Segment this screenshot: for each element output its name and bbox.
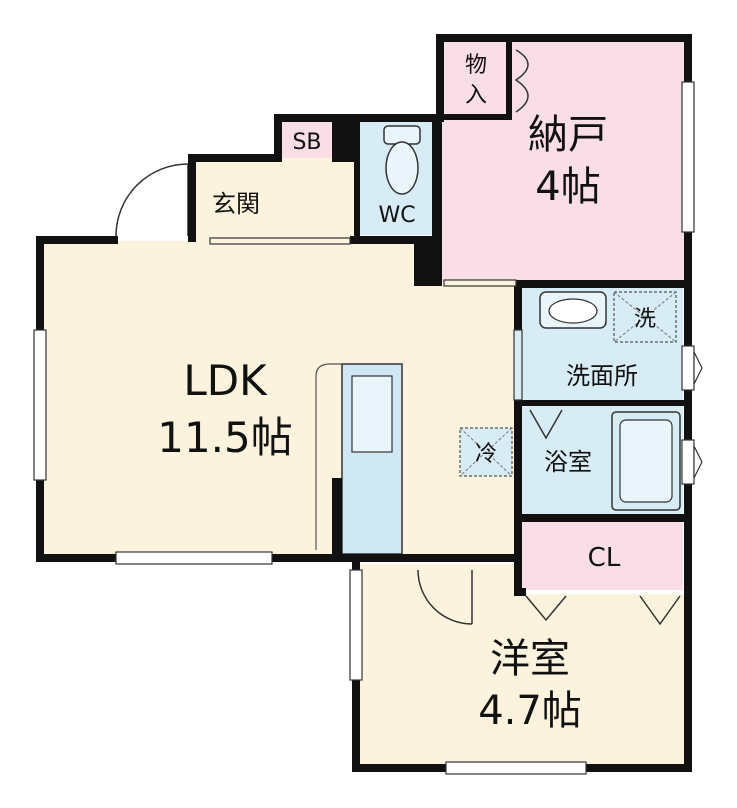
fridge-diag-2 <box>459 427 513 477</box>
wall-ldk-bottom <box>36 554 520 562</box>
ldk-floor <box>42 241 517 556</box>
fridge-label: 冷 <box>475 442 497 467</box>
washer-label: 洗 <box>634 307 656 332</box>
counter-outline <box>315 363 342 550</box>
wall-bath-cl <box>516 514 692 522</box>
window-ldk-bottom <box>115 551 273 565</box>
vent-bathroom <box>693 445 703 479</box>
wall-ldk-top <box>36 236 118 244</box>
shoe-box-name: SB <box>292 130 321 155</box>
vent-washroom <box>693 351 703 385</box>
wall-storage-top <box>436 34 692 42</box>
small-closet-door <box>514 49 529 113</box>
closet-door-right <box>639 595 681 626</box>
bathtub-inner <box>619 419 673 503</box>
wall-storage-bottom <box>516 280 692 288</box>
shoe-box-floor <box>282 122 332 158</box>
window-washroom <box>681 345 695 391</box>
kitchen-sink <box>351 375 393 453</box>
small-closet-name-1: 物 <box>465 53 487 78</box>
opening-ldk-hall <box>443 279 517 287</box>
wall-ldk-top-right <box>350 236 416 244</box>
wall-wash-bath <box>516 400 692 406</box>
small-closet-name-2: 入 <box>465 83 487 108</box>
window-western-bottom <box>445 761 587 775</box>
western-door-swing <box>417 569 473 625</box>
windows <box>33 81 695 775</box>
wall-sb-right <box>332 114 356 162</box>
wall-entrance-top <box>188 154 282 162</box>
wall-cl-bottom <box>516 588 526 596</box>
window-storage-right <box>681 81 695 233</box>
ldk-size: 11.5帖 <box>157 413 293 462</box>
wall-entrance-left <box>188 154 196 242</box>
storage-room-floor <box>442 40 686 282</box>
opening-washroom <box>513 329 523 401</box>
western-name: 洋室 <box>490 636 570 682</box>
wall-kitchen-stub <box>332 478 342 558</box>
small-closet-floor <box>442 40 510 114</box>
closet-name: CL <box>588 543 621 573</box>
bathroom-folding-door <box>529 409 563 440</box>
washer-diag-1 <box>613 291 677 343</box>
basin-bowl <box>548 298 598 324</box>
wall-hall-pillar <box>414 236 442 286</box>
washroom-name: 洗面所 <box>566 362 638 390</box>
wall-small-closet-bottom <box>436 114 512 120</box>
entrance-floor <box>196 158 354 241</box>
closet-door-left <box>525 595 567 622</box>
wall-wc-left <box>354 114 360 240</box>
ldk-name: LDK <box>183 356 268 405</box>
window-western-left <box>349 569 363 681</box>
western-size: 4.7帖 <box>478 688 582 734</box>
storage-size: 4帖 <box>535 164 600 210</box>
wall-sb-left <box>274 114 282 162</box>
toilet-name: WC <box>378 203 415 228</box>
window-ldk-left <box>33 329 47 481</box>
opening-entrance <box>209 237 351 245</box>
wall-wc-right <box>432 114 442 240</box>
toilet-bowl <box>385 141 419 195</box>
labels: LDK 11.5帖 納戸 4帖 洋室 4.7帖 玄関 SB WC 物 入 洗面所… <box>157 53 656 734</box>
window-bathroom <box>681 439 695 485</box>
fixtures <box>315 125 681 626</box>
window-ticks <box>693 351 703 479</box>
bathroom-name: 浴室 <box>544 448 592 476</box>
storage-name: 納戸 <box>528 112 608 158</box>
entrance-door-swing <box>115 163 189 237</box>
wall-storage-left <box>436 34 444 122</box>
closet-floor <box>522 522 683 590</box>
wall-wet-left <box>514 280 522 596</box>
entrance-name: 玄関 <box>212 190 260 218</box>
wall-small-closet-right <box>506 34 512 120</box>
washer-diag-2 <box>613 291 677 343</box>
